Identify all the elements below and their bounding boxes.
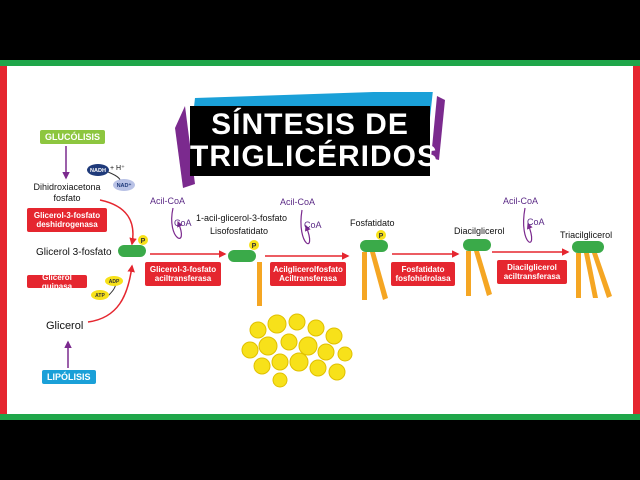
atp-label: ATP	[95, 293, 105, 299]
glycerol-label: Glicerol	[46, 320, 84, 332]
atp-oval	[91, 290, 109, 300]
page-title: SÍNTESIS DE TRIGLICÉRIDOS	[190, 106, 439, 176]
acil-coa-label-1: Acil-CoA	[150, 196, 186, 206]
dag-label: Diacilglicerol	[454, 226, 505, 236]
loop-acilcoa-2	[300, 209, 311, 245]
pa-phosphate	[376, 230, 386, 240]
enzyme-glycerol-kinase: Glicerol quinasa	[27, 273, 87, 291]
nadh-label: NADH	[90, 168, 106, 174]
dag-tail-1	[466, 251, 471, 296]
enzyme-pap: Fosfatidato fosfohidrolasa	[391, 262, 455, 286]
lpa-tail	[257, 262, 262, 306]
title-line-2: TRIGLICÉRIDOS	[190, 140, 439, 173]
lipid-droplets	[241, 313, 353, 388]
enzyme-gpat: Glicerol-3-fosfato aciltransferasa	[145, 262, 221, 286]
coa-label-1: CoA	[174, 218, 192, 228]
glucolisis-badge: GLUCÓLISIS	[40, 130, 106, 144]
arrow-glycerol-to-g3p	[87, 264, 135, 323]
lpa-phosphate-label: P	[252, 243, 257, 250]
enzyme-agpat: Acilglicerolfosfato Aciltransferasa	[270, 262, 346, 286]
g3p-phosphate	[138, 235, 148, 245]
left-red-border	[0, 66, 7, 414]
coa-label-3: CoA	[527, 217, 545, 227]
top-green-border	[0, 60, 640, 66]
h-plus-label: + H⁺	[110, 165, 125, 172]
pa-tail-1	[362, 252, 367, 300]
g3p-head	[118, 245, 146, 257]
pa-label: Fosfatidato	[350, 218, 395, 228]
g3p-label: Glicerol 3-fosfato	[36, 247, 112, 258]
right-red-border	[633, 66, 640, 414]
title-purple-right-accent	[431, 96, 445, 160]
tag-tail-1	[576, 253, 581, 298]
tag-label: Triacilglicerol	[560, 230, 613, 240]
coa-label-2: CoA	[304, 220, 322, 230]
adp-label: ADP	[109, 279, 120, 285]
tag-tail-2	[584, 253, 598, 298]
adp-oval	[105, 276, 123, 286]
pa-head	[360, 240, 388, 252]
tag-head	[572, 241, 604, 253]
acil-coa-label-3: Acil-CoA	[503, 196, 539, 206]
g3p-phosphate-label: P	[141, 238, 146, 245]
loop-acilcoa-3	[523, 207, 533, 243]
dhap-label: Dihidroxiacetona fosfato	[33, 182, 101, 203]
nad-label: NAD⁺	[117, 182, 132, 189]
loop-acilcoa-1	[171, 207, 183, 239]
lpa-label-line2: Lisofosfatidato	[210, 226, 269, 236]
lpa-phosphate	[249, 240, 259, 250]
pa-tail-2	[370, 252, 388, 300]
enzyme-dgat: Diacilglicerol aciltransferasa	[497, 260, 567, 284]
acil-coa-label-2: Acil-CoA	[280, 197, 316, 207]
pa-phosphate-label: P	[379, 233, 384, 240]
lpa-head	[228, 250, 256, 262]
arrow-dhap-to-g3p	[99, 199, 137, 246]
dag-head	[463, 239, 491, 251]
enzyme-g3p-dehydrogenase: Glicerol-3-fosfato deshidrogenasa	[27, 208, 107, 232]
lipolisis-badge: LIPÓLISIS	[42, 370, 96, 384]
title-line-1: SÍNTESIS DE	[211, 108, 409, 141]
lpa-label-line1: 1-acil-glicerol-3-fosfato	[196, 213, 288, 223]
title-banner: SÍNTESIS DE TRIGLICÉRIDOS	[175, 90, 445, 188]
nadh-oval	[87, 164, 109, 176]
tag-tail-3	[592, 253, 612, 298]
nad-oval	[113, 179, 135, 191]
dag-tail-2	[474, 251, 492, 296]
bottom-green-border	[0, 414, 640, 420]
